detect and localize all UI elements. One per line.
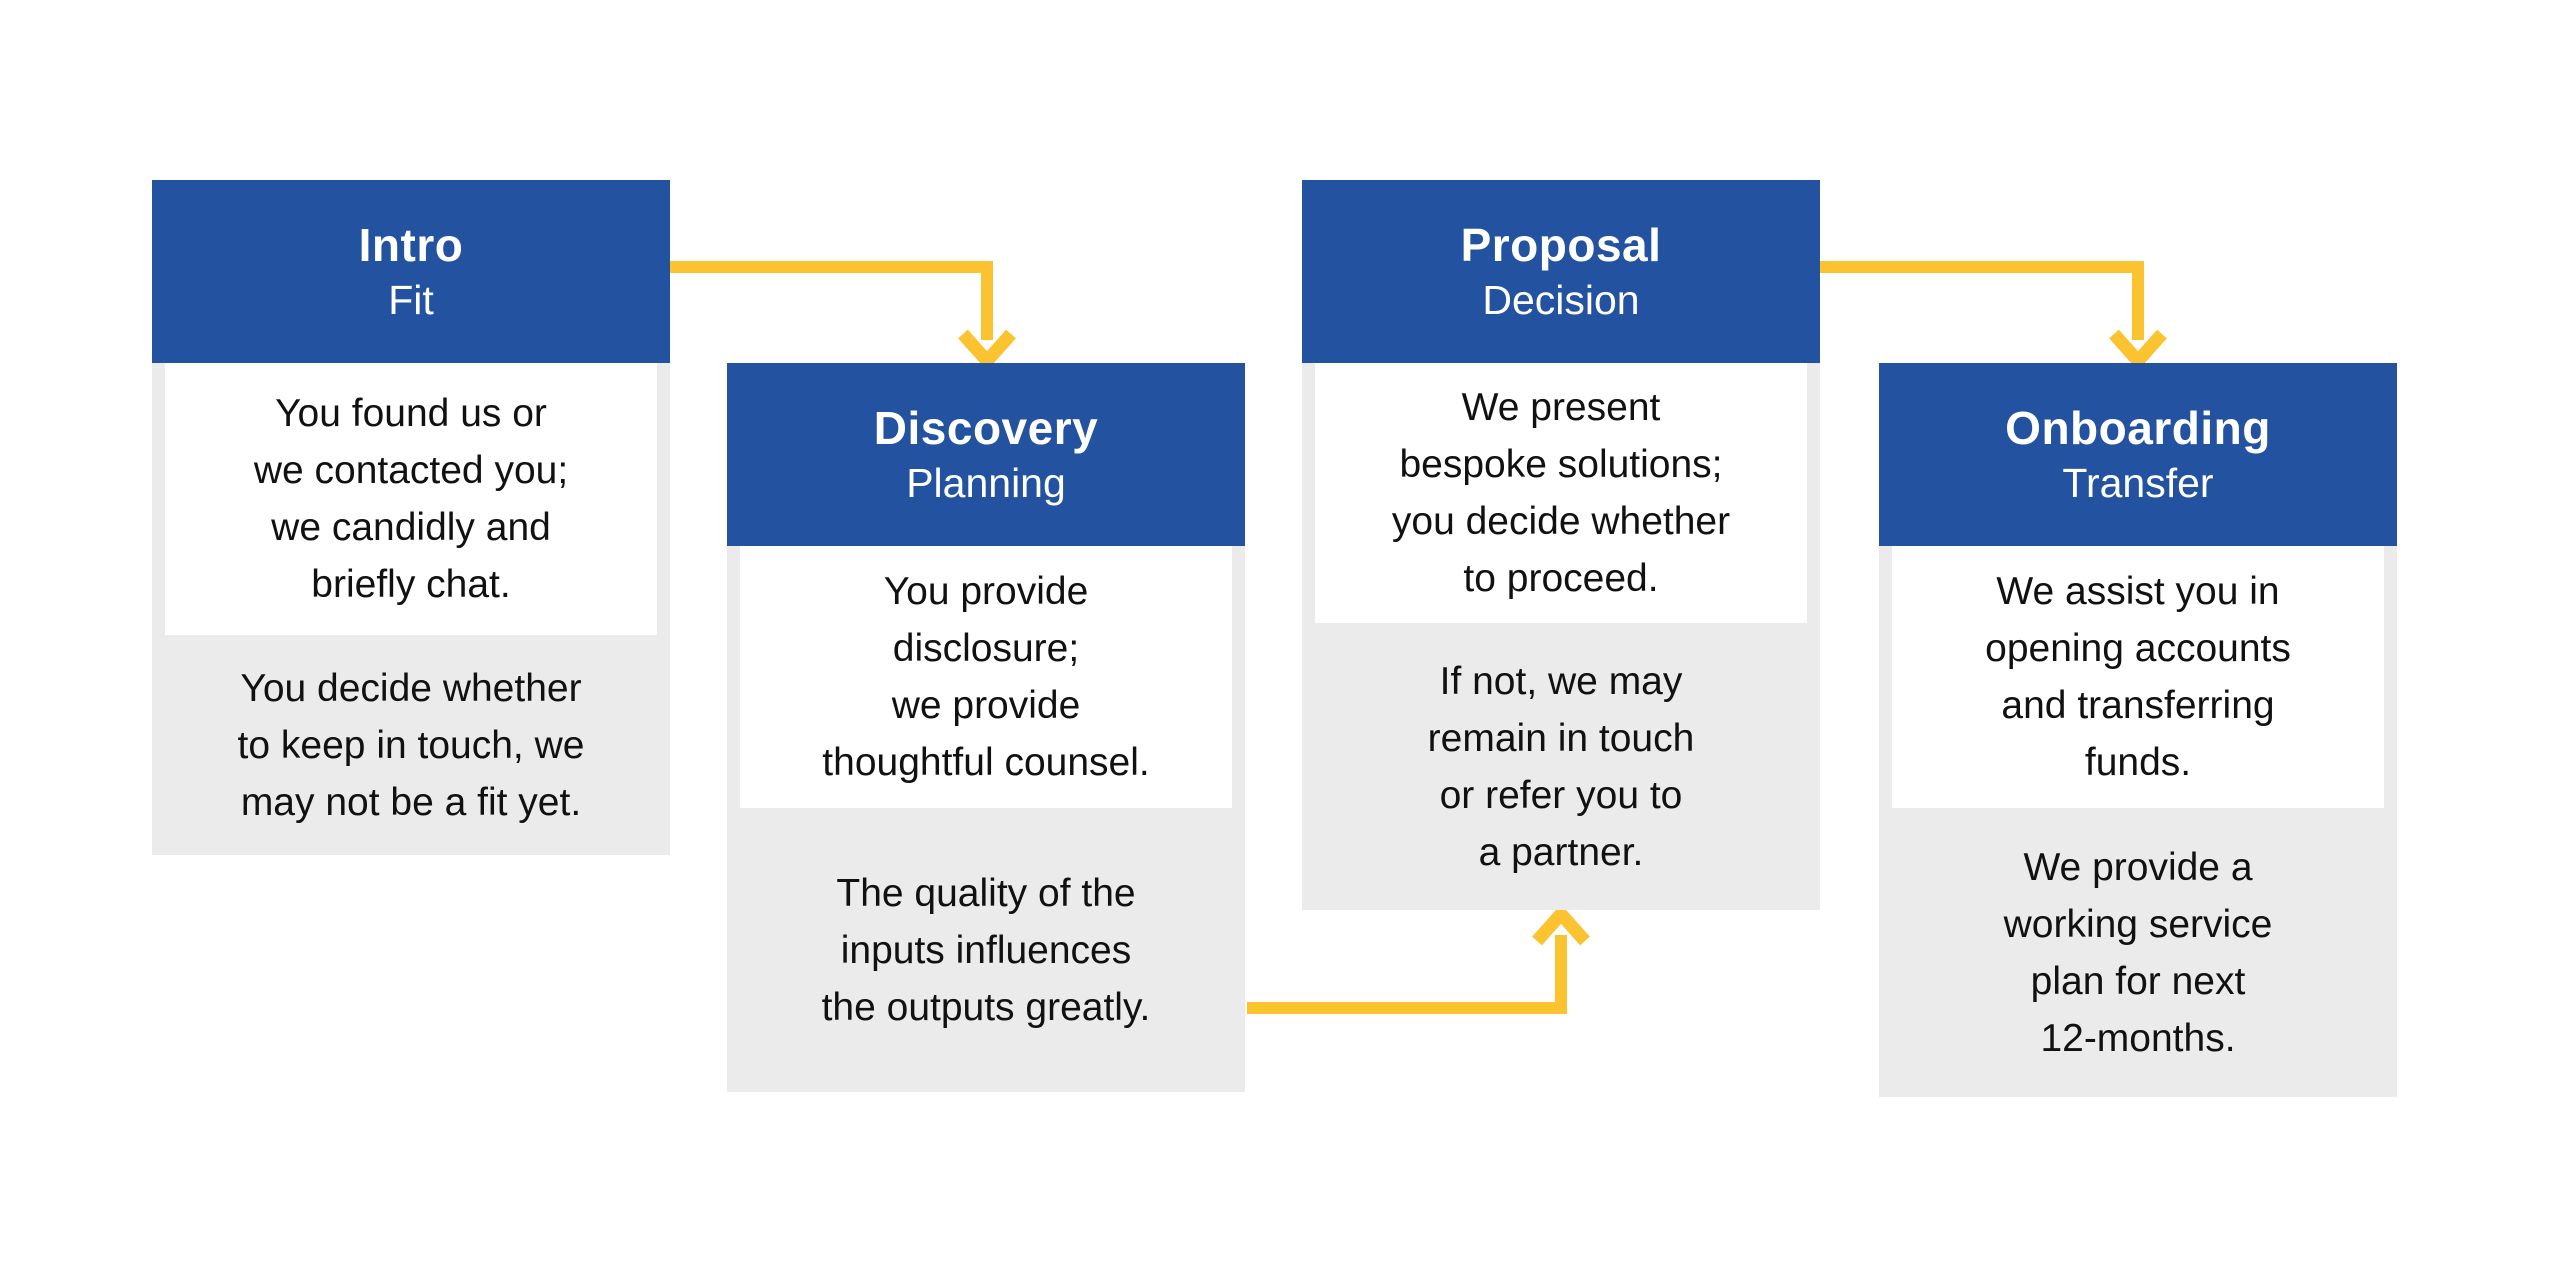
stage-secondary-text: The quality of the inputs influences the…	[821, 871, 1151, 1029]
stage-header: Intro Fit	[152, 180, 670, 363]
stage-title: Onboarding	[2005, 402, 2271, 455]
stage-card-intro: Intro Fit You found us or we contacted y…	[152, 180, 670, 855]
stage-title: Intro	[358, 219, 464, 272]
stage-header: Onboarding Transfer	[1879, 363, 2397, 546]
arrow-discovery-to-proposal-icon	[1247, 904, 1590, 1014]
stage-subtitle: Fit	[388, 277, 434, 324]
stage-primary-text: You found us or we contacted you; we can…	[165, 363, 657, 635]
stage-card-discovery: Discovery Planning You provide disclosur…	[727, 363, 1245, 1092]
stage-card-proposal: Proposal Decision We present bespoke sol…	[1302, 180, 1820, 910]
stage-title: Discovery	[873, 402, 1099, 455]
stage-card-onboarding: Onboarding Transfer We assist you in ope…	[1879, 363, 2397, 1097]
stage-subtitle: Decision	[1482, 277, 1640, 324]
stage-primary-text: We present bespoke solutions; you decide…	[1315, 363, 1807, 623]
stage-header: Proposal Decision	[1302, 180, 1820, 363]
stage-primary-text: We assist you in opening accounts and tr…	[1892, 546, 2384, 808]
arrow-intro-to-discovery-icon	[670, 261, 1016, 371]
stage-secondary-text: You decide whether to keep in touch, we …	[237, 666, 585, 824]
stage-secondary-text: If not, we may remain in touch or refer …	[1427, 659, 1695, 874]
stage-subtitle: Planning	[906, 460, 1066, 507]
stage-subtitle: Transfer	[2062, 460, 2214, 507]
stage-secondary-text: We provide a working service plan for ne…	[2003, 845, 2273, 1060]
stage-header: Discovery Planning	[727, 363, 1245, 546]
stage-title: Proposal	[1460, 219, 1662, 272]
arrow-proposal-to-onboarding-icon	[1820, 261, 2167, 371]
stage-primary-text: You provide disclosure; we provide thoug…	[740, 546, 1232, 808]
